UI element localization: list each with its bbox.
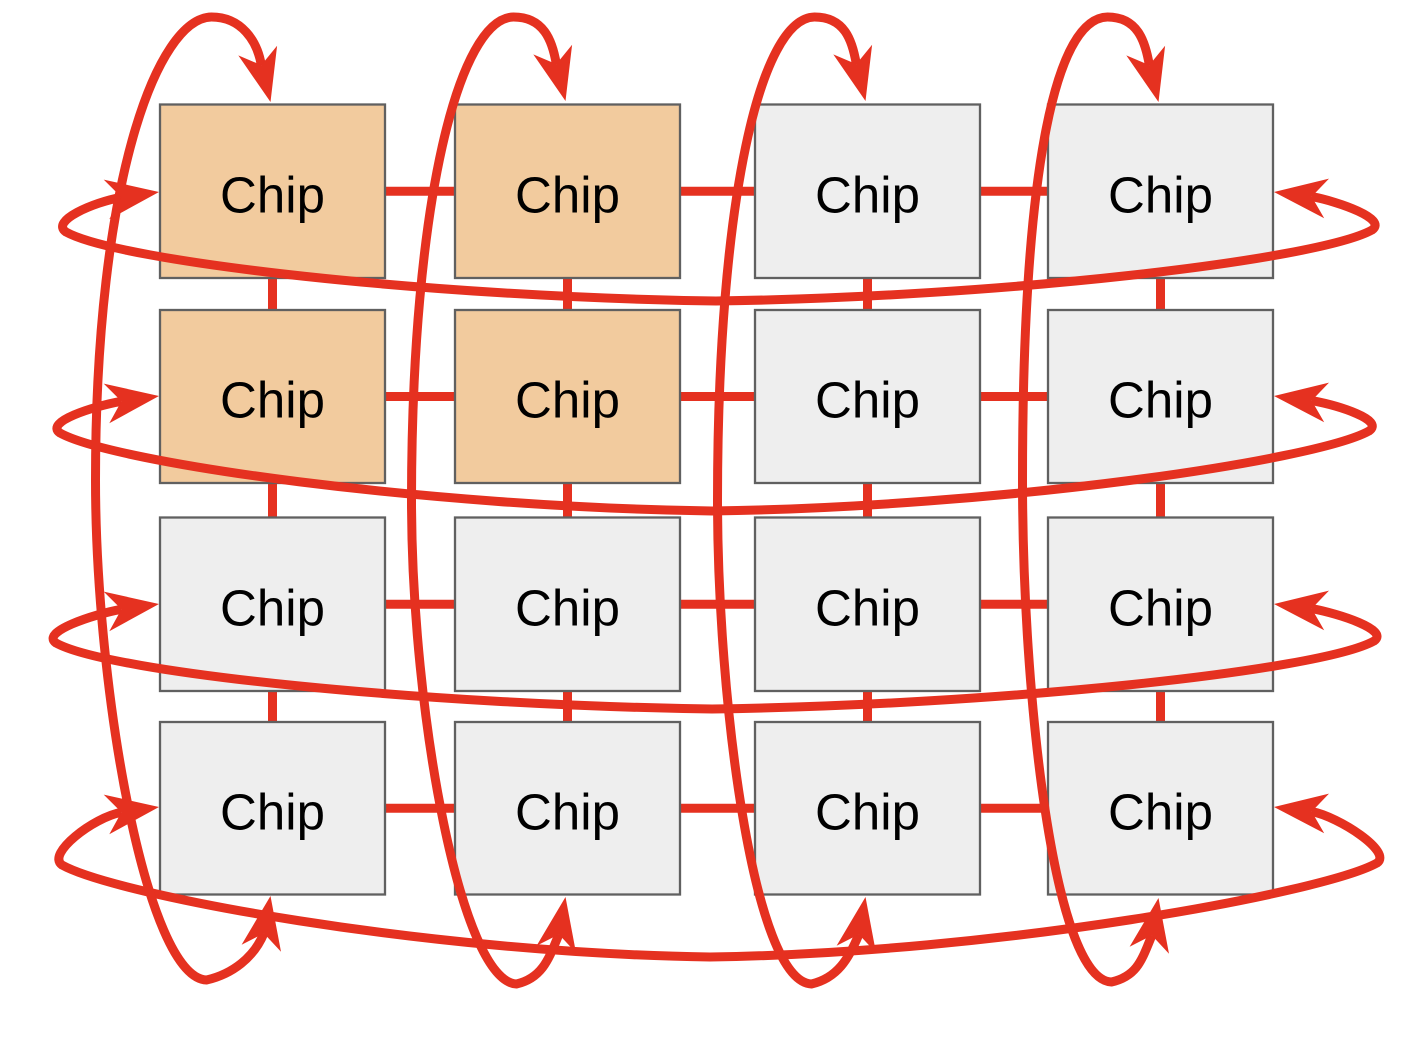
chip-label-r3-c3: Chip xyxy=(815,579,920,636)
chip-box-r3-c4 xyxy=(1046,516,1275,693)
chip-node-r1-c2: Chip xyxy=(453,103,682,280)
chip-box-r3-c1 xyxy=(158,516,387,693)
arrowhead-row-2-left xyxy=(103,383,159,424)
col-wraparound-2 xyxy=(406,12,564,989)
arrowhead-row-1-right xyxy=(1274,178,1329,219)
chip-box-r3-c2 xyxy=(453,516,682,693)
arrowhead-row-3-left xyxy=(103,591,159,632)
chip-node-r1-c1: Chip xyxy=(158,103,387,280)
chip-label-r2-c2: Chip xyxy=(515,372,620,429)
row-wraparound-1 xyxy=(58,192,1380,306)
chip-node-r4-c1: Chip xyxy=(158,720,387,896)
arrowhead-col-1-bottom xyxy=(241,896,281,952)
chip-box-r1-c1 xyxy=(158,103,387,280)
arrowhead-row-2-right xyxy=(1274,382,1329,423)
col-wraparound-4 xyxy=(1017,12,1157,987)
chip-node-r4-c4: Chip xyxy=(1046,720,1275,896)
row-wraparound-2 xyxy=(52,396,1377,516)
arrowhead-col-2-top xyxy=(533,44,573,101)
chip-box-r1-c2 xyxy=(453,103,682,280)
chip-label-r3-c1: Chip xyxy=(220,579,325,636)
chip-box-r2-c1 xyxy=(158,308,387,485)
chip-node-r3-c2: Chip xyxy=(453,516,682,693)
chip-label-r1-c4: Chip xyxy=(1108,166,1213,223)
arrowhead-col-2-bottom xyxy=(536,897,576,953)
arrowhead-col-1-top xyxy=(238,45,278,102)
row-wraparound-3 xyxy=(48,604,1382,714)
chip-label-r4-c1: Chip xyxy=(220,783,325,840)
chip-box-r4-c3 xyxy=(753,720,982,896)
chip-label-r1-c3: Chip xyxy=(815,166,920,223)
chip-node-r1-c4: Chip xyxy=(1046,103,1275,280)
arrowhead-col-3-bottom xyxy=(836,897,876,953)
chip-node-r2-c3: Chip xyxy=(753,308,982,485)
chip-node-r2-c1: Chip xyxy=(158,308,387,485)
chip-label-r2-c4: Chip xyxy=(1108,372,1213,429)
arrowhead-row-4-right xyxy=(1274,793,1329,834)
chip-node-r4-c3: Chip xyxy=(753,720,982,896)
chip-label-r2-c3: Chip xyxy=(815,372,920,429)
arrowhead-row-4-left xyxy=(103,794,159,835)
arrowhead-col-4-top xyxy=(1126,45,1166,102)
row-wraparound-4 xyxy=(54,807,1385,962)
col-wraparound-1 xyxy=(90,12,269,985)
chip-label-r1-c2: Chip xyxy=(515,166,620,223)
arrowhead-row-1-left xyxy=(103,179,159,220)
chip-box-r2-c4 xyxy=(1046,308,1275,485)
chip-label-r2-c1: Chip xyxy=(220,372,325,429)
chip-node-r1-c3: Chip xyxy=(753,103,982,280)
arrowhead-col-3-top xyxy=(833,44,873,101)
col-wraparound-3 xyxy=(712,12,864,989)
chip-node-r3-c3: Chip xyxy=(753,516,982,693)
chip-node-r3-c4: Chip xyxy=(1046,516,1275,693)
chip-box-r2-c2 xyxy=(453,308,682,485)
arrowhead-row-3-right xyxy=(1274,590,1329,631)
chip-node-r2-c2: Chip xyxy=(453,308,682,485)
chip-box-r1-c3 xyxy=(753,103,982,280)
arrowhead-col-4-bottom xyxy=(1129,898,1169,954)
chip-box-r1-c4 xyxy=(1046,103,1275,280)
chip-label-r1-c1: Chip xyxy=(220,166,325,223)
chip-label-r4-c3: Chip xyxy=(815,783,920,840)
wraparound-links xyxy=(48,12,1385,989)
chip-box-r3-c3 xyxy=(753,516,982,693)
chip-box-r4-c2 xyxy=(453,720,682,896)
chip-node-r2-c4: Chip xyxy=(1046,308,1275,485)
chip-node-r3-c1: Chip xyxy=(158,516,387,693)
chip-box-r4-c1 xyxy=(158,720,387,896)
arrowheads xyxy=(103,44,1329,954)
chip-box-r2-c3 xyxy=(753,308,982,485)
chip-node-r4-c2: Chip xyxy=(453,720,682,896)
chip-label-r3-c4: Chip xyxy=(1108,579,1213,636)
chip-label-r3-c2: Chip xyxy=(515,579,620,636)
chip-box-r4-c4 xyxy=(1046,720,1275,896)
chip-label-r4-c4: Chip xyxy=(1108,783,1213,840)
chip-label-r4-c2: Chip xyxy=(515,783,620,840)
